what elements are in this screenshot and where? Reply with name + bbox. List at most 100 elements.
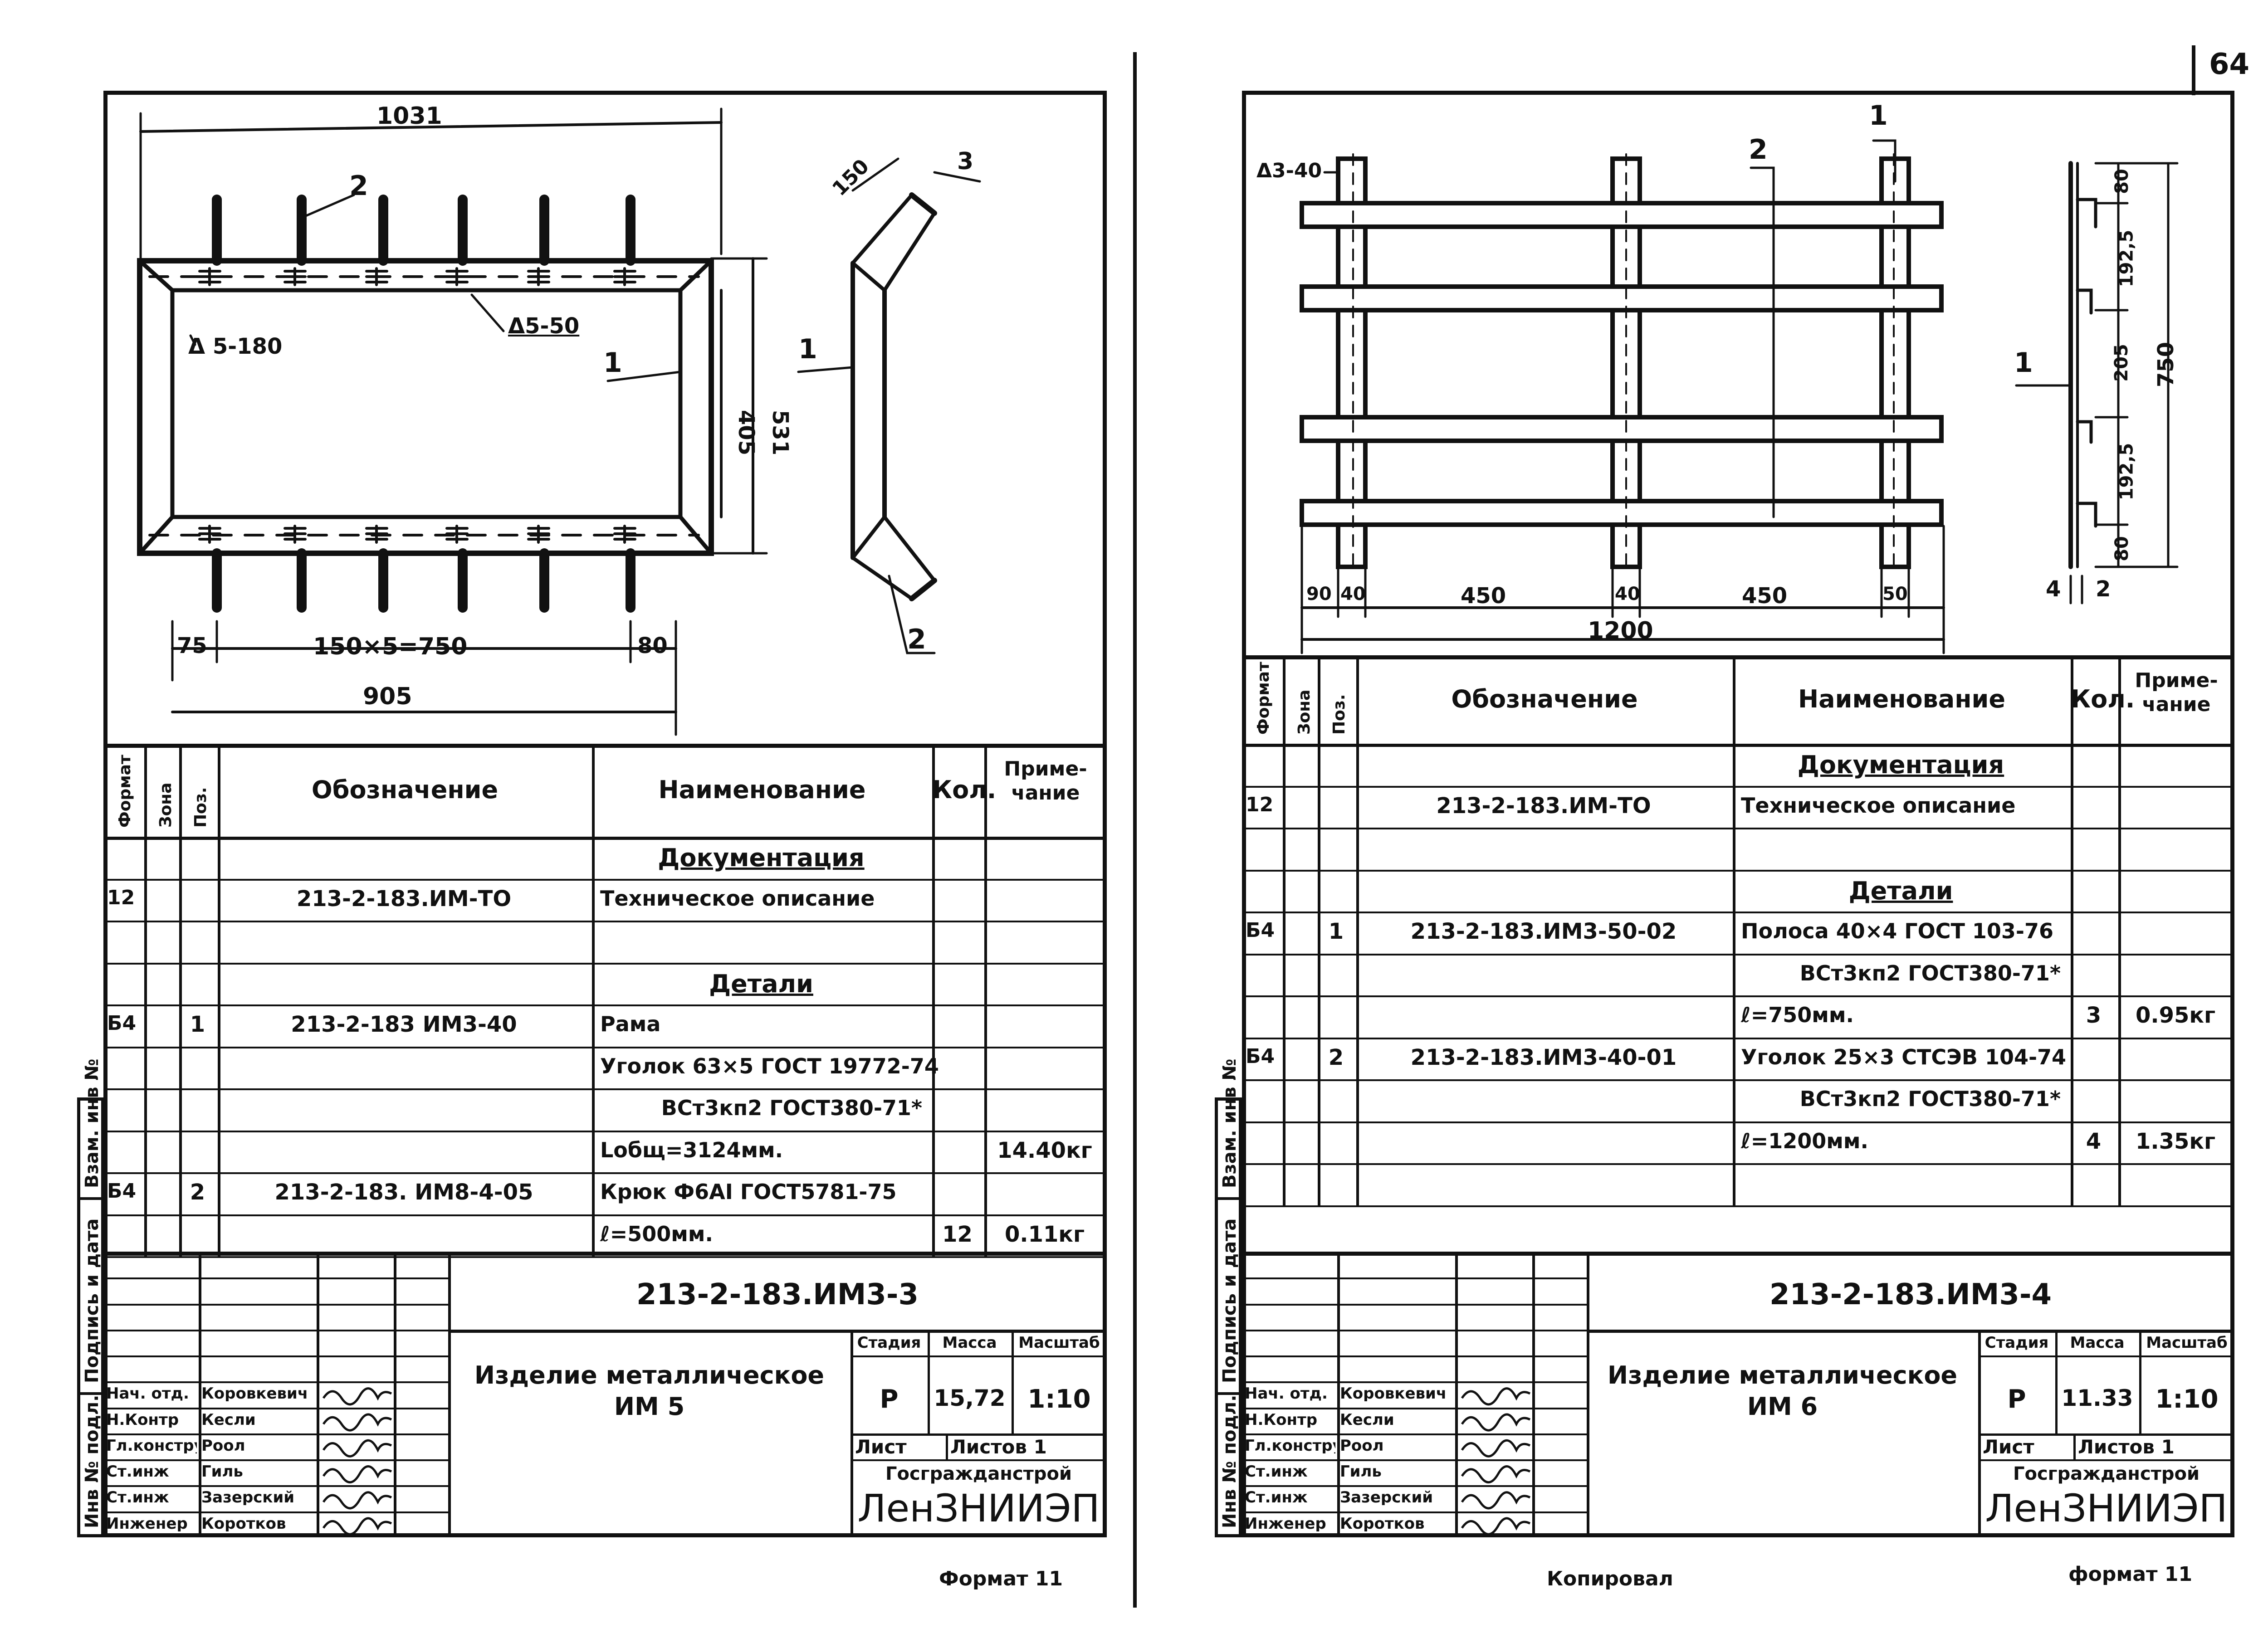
weld-3-40: Δ3-40 xyxy=(1256,159,1322,182)
spec-cell-name: ВСт3кп2 ГОСТ380-71* xyxy=(1799,960,2061,985)
table-rule xyxy=(2118,655,2121,1205)
dim-r-450a: 450 xyxy=(1461,583,1506,609)
table-rule xyxy=(850,1355,1107,1358)
table-rule xyxy=(1242,1329,1587,1331)
spec-cell-format: Б4 xyxy=(1246,919,1275,942)
tb-role: Ст.инж xyxy=(106,1464,169,1480)
signature-mark xyxy=(322,1387,392,1406)
table-rule xyxy=(103,1277,448,1280)
tb-name: Роол xyxy=(1340,1438,1384,1453)
sheet-left-frame xyxy=(103,91,1107,1537)
spec-cell-name: ℓ=1200мм. xyxy=(1741,1128,1868,1153)
tb-name: Кесли xyxy=(1340,1412,1394,1428)
callout-2-side: 2 xyxy=(907,624,926,655)
signature-mark xyxy=(1461,1465,1531,1484)
callout-r-1: 1 xyxy=(1869,100,1888,132)
table-rule xyxy=(1242,912,2234,913)
spec-header-rule xyxy=(103,837,1107,840)
tb-role: Н.Контр xyxy=(106,1412,179,1428)
spec-cell-note: 1.35кг xyxy=(2135,1128,2216,1154)
tb-mass-label: Масса xyxy=(2070,1333,2125,1352)
table-rule xyxy=(103,1214,1107,1216)
callout-r-2: 2 xyxy=(1749,134,1768,166)
spec-cell-name: Техническое описание xyxy=(1741,793,2016,818)
tb-role: Н.Контр xyxy=(1245,1412,1318,1428)
table-rule xyxy=(103,1459,448,1462)
table-rule xyxy=(1242,995,2234,997)
spec-cell-format: 12 xyxy=(1246,793,1274,816)
table-rule xyxy=(144,744,147,1256)
frame-outer-rect xyxy=(137,258,714,556)
tb-sheet-label: Лист xyxy=(1983,1435,2034,1458)
dim-905: 905 xyxy=(363,683,412,710)
table-rule xyxy=(850,1459,1107,1462)
table-rule xyxy=(2073,1433,2076,1460)
side-label-0: Инв № подл. xyxy=(82,1394,103,1528)
tb-role: Нач. отд. xyxy=(1245,1386,1328,1402)
spec-header-4: Наименование xyxy=(1798,684,2006,713)
spec-cell-name: ℓ=500мм. xyxy=(600,1221,713,1246)
table-rule xyxy=(1242,1205,2234,1207)
table-rule xyxy=(103,1355,448,1358)
table-rule xyxy=(317,1252,319,1537)
spec-cell-pos: 1 xyxy=(190,1012,205,1038)
table-rule xyxy=(103,1004,1107,1006)
side-label-0: Инв № подл. xyxy=(1219,1394,1240,1528)
tb-title-2: ИМ 5 xyxy=(614,1392,685,1421)
tb-sheets-label: Листов 1 xyxy=(950,1435,1047,1458)
table-rule xyxy=(1242,1121,2234,1123)
table-rule xyxy=(199,1252,201,1537)
tb-name: Коротков xyxy=(1340,1516,1425,1531)
table-rule xyxy=(103,1329,448,1331)
frame-inner-rect xyxy=(170,288,683,519)
side-strip-divider xyxy=(77,1392,104,1395)
spec-cell-note: 14.40кг xyxy=(997,1137,1092,1163)
table-rule xyxy=(1356,655,1359,1205)
footer-left: Формат 11 xyxy=(939,1567,1063,1590)
spec-cell-designation: 213-2-183.ИМ-ТО xyxy=(296,886,512,912)
tb-role: Нач. отд. xyxy=(106,1386,189,1402)
spec-cell-name: Техническое описание xyxy=(600,886,875,911)
tb-name: Гиль xyxy=(1340,1464,1382,1480)
spec-cell-designation: 213-2-183 ИМ3-40 xyxy=(291,1012,517,1038)
dim-75: 75 xyxy=(177,633,207,658)
table-rule xyxy=(1012,1329,1014,1433)
table-rule xyxy=(1455,1252,1458,1537)
side-label-2: Взам. инв № xyxy=(1219,1058,1240,1188)
weld-5-180: Δ 5-180 xyxy=(188,334,283,359)
spec-cell-qty: 12 xyxy=(942,1221,973,1247)
tb-name: Гиль xyxy=(201,1464,243,1480)
tb-title-1: Изделие металлическое xyxy=(474,1361,825,1390)
table-rule xyxy=(1242,1303,1587,1306)
spec-cell-pos: 2 xyxy=(190,1180,205,1205)
signature-mark xyxy=(1461,1413,1531,1432)
table-rule xyxy=(932,744,935,1256)
table-rule xyxy=(103,1433,448,1435)
signature-mark xyxy=(322,1517,392,1536)
dim-3: 3 xyxy=(957,148,974,175)
table-rule xyxy=(2071,655,2073,1205)
tb-name: Зазерский xyxy=(201,1490,295,1506)
tb-role: Инженер xyxy=(1245,1516,1326,1531)
tb-name: Коровкевич xyxy=(201,1386,308,1402)
table-rule xyxy=(103,1130,1107,1132)
table-rule xyxy=(103,1172,1107,1174)
spec-cell-name: ВСт3кп2 ГОСТ380-71* xyxy=(1799,1087,2061,1112)
tb-top-rule xyxy=(103,1252,1107,1256)
tb-title-2: ИМ 6 xyxy=(1747,1392,1818,1421)
table-rule xyxy=(850,1433,1107,1436)
dim-r-2: 2 xyxy=(2096,576,2111,602)
table-rule xyxy=(1283,655,1286,1205)
callout-2: 2 xyxy=(349,170,368,202)
dim-80: 80 xyxy=(637,633,668,658)
tb-name: Кесли xyxy=(201,1412,256,1428)
table-rule xyxy=(1242,1079,2234,1081)
table-rule xyxy=(984,744,987,1256)
table-rule xyxy=(1978,1329,1981,1537)
table-rule xyxy=(103,1046,1107,1048)
table-rule xyxy=(1242,1163,2234,1165)
dim-r-40a: 40 xyxy=(1340,584,1366,604)
side-strip-border xyxy=(77,1097,104,1537)
spec-cell-note: 0.95кг xyxy=(2135,1003,2216,1029)
